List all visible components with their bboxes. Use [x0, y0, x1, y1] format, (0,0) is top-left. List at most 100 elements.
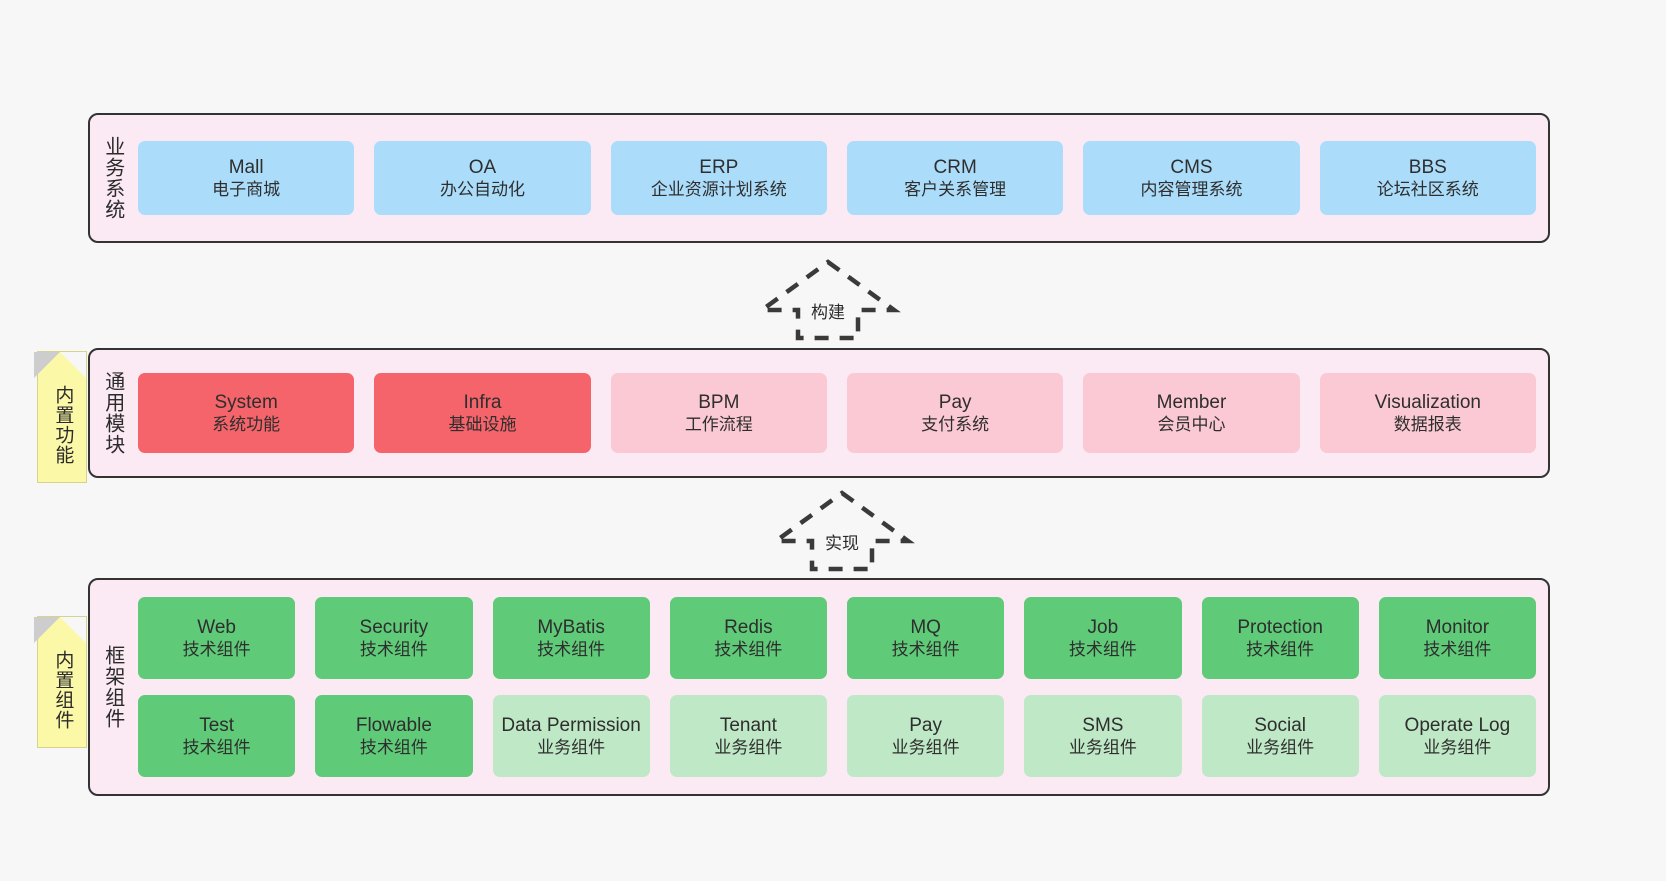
card-subtitle: 技术组件: [182, 738, 251, 758]
card-subtitle: 技术组件: [1246, 640, 1315, 660]
arrow-implement: 实现: [769, 489, 915, 573]
card-title: Social: [1254, 714, 1306, 736]
card-subtitle: 企业资源计划系统: [650, 180, 787, 200]
card-title: Operate Log: [1404, 714, 1511, 736]
card-title: MQ: [910, 616, 941, 638]
card-title: Visualization: [1374, 391, 1481, 413]
card-title: SMS: [1082, 714, 1124, 736]
card-title: Pay: [909, 714, 942, 736]
arrow-build: 构建: [755, 258, 901, 342]
card-subtitle: 内容管理系统: [1140, 180, 1243, 200]
card-subtitle: 客户关系管理: [904, 180, 1007, 200]
card-subtitle: 技术组件: [537, 640, 606, 660]
card-title: Tenant: [719, 714, 777, 736]
sticky-note-builtin-functions: 内置功能: [34, 351, 87, 483]
card-subtitle: 业务组件: [1246, 738, 1315, 758]
card-subtitle: 办公自动化: [439, 180, 525, 200]
card-subtitle: 技术组件: [1423, 640, 1492, 660]
card-title: Redis: [724, 616, 773, 638]
card-title: System: [214, 391, 278, 413]
card-title: Monitor: [1425, 616, 1490, 638]
card-title: Security: [359, 616, 429, 638]
card-subtitle: 技术组件: [182, 640, 251, 660]
card-title: CRM: [933, 156, 977, 178]
layer-title-framework: 框架组件: [101, 645, 124, 729]
card-subtitle: 技术组件: [359, 738, 428, 758]
card-subtitle: 业务组件: [1423, 738, 1492, 758]
arrow-implement-label: 实现: [825, 534, 859, 553]
card-title: Test: [199, 714, 235, 736]
arrow-build-label: 构建: [811, 303, 845, 322]
card-title: BBS: [1408, 156, 1447, 178]
card-subtitle: 论坛社区系统: [1376, 180, 1479, 200]
card-subtitle: 数据报表: [1393, 415, 1462, 435]
layer-title-modules: 通用模块: [101, 371, 124, 455]
card-subtitle: 技术组件: [714, 640, 783, 660]
note-fold-icon: [34, 352, 86, 378]
card-subtitle: 会员中心: [1157, 415, 1226, 435]
card-subtitle: 业务组件: [537, 738, 606, 758]
card-subtitle: 技术组件: [1068, 640, 1137, 660]
card-title: Member: [1156, 391, 1227, 413]
note-fold-icon: [34, 617, 86, 643]
card-title: Mall: [228, 156, 264, 178]
card-title: Protection: [1237, 616, 1323, 638]
card-subtitle: 系统功能: [212, 415, 281, 435]
card-subtitle: 工作流程: [684, 415, 753, 435]
card-subtitle: 技术组件: [891, 640, 960, 660]
card-subtitle: 业务组件: [1068, 738, 1137, 758]
card-subtitle: 支付系统: [921, 415, 990, 435]
layer-title-business: 业务系统: [101, 136, 124, 220]
card-subtitle: 电子商城: [212, 180, 281, 200]
sticky-note-builtin-components-label: 内置组件: [52, 650, 74, 730]
card-title: ERP: [699, 156, 739, 178]
card-title: BPM: [698, 391, 740, 413]
card-title: Infra: [463, 391, 502, 413]
sticky-note-builtin-components: 内置组件: [34, 616, 87, 748]
card-title: Web: [197, 616, 236, 638]
card-subtitle: 业务组件: [891, 738, 960, 758]
card-title: Data Permission: [501, 714, 641, 736]
card-subtitle: 技术组件: [359, 640, 428, 660]
card-title: Pay: [938, 391, 972, 413]
